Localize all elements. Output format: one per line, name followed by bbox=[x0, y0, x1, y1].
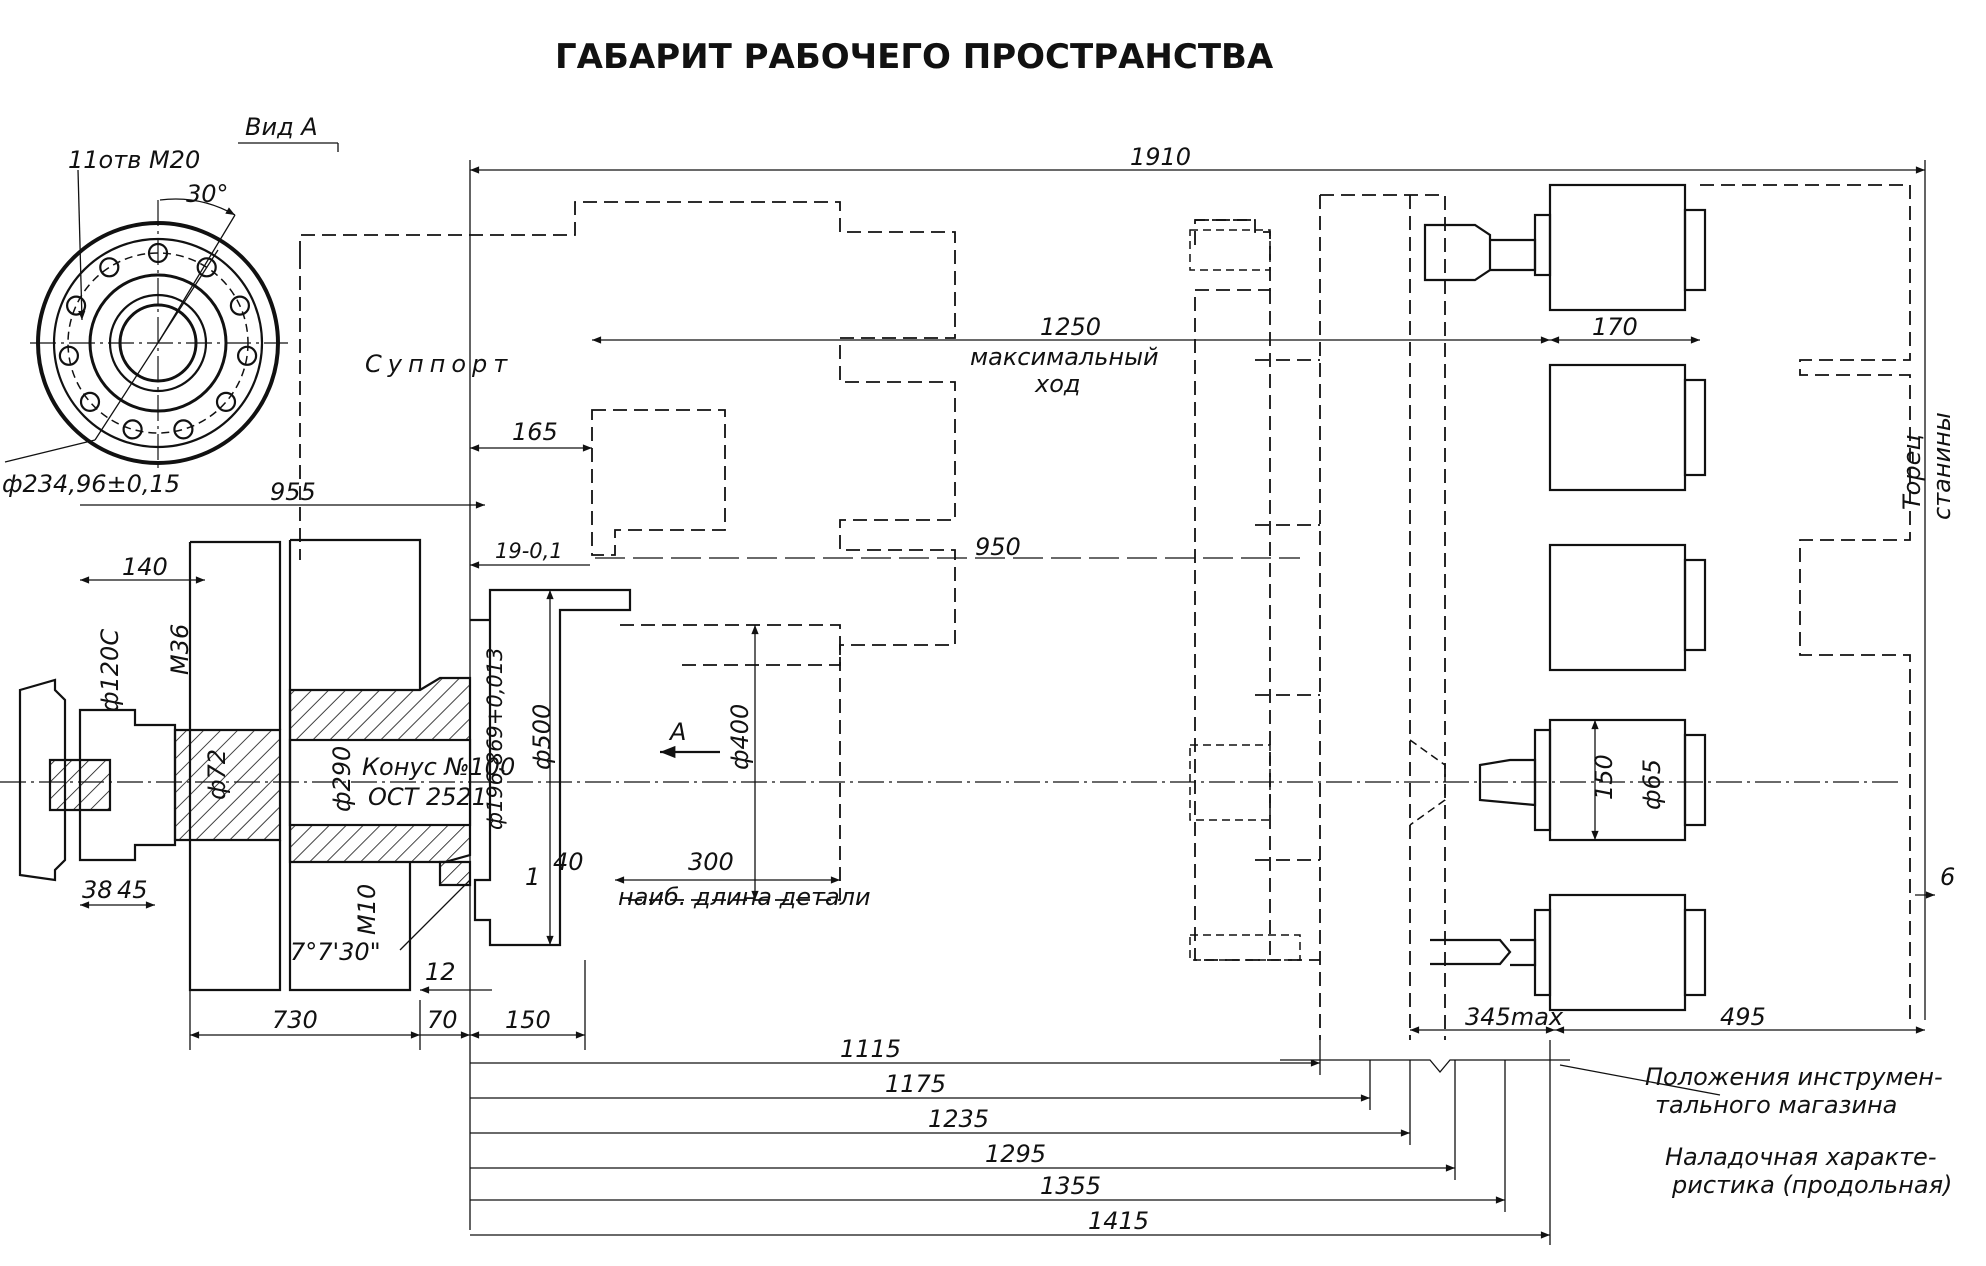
dim-1295: 1295 bbox=[985, 1140, 1046, 1168]
bolt-hole bbox=[99, 257, 120, 278]
dim-1415: 1415 bbox=[1088, 1207, 1149, 1235]
bolt-hole bbox=[58, 345, 80, 366]
tool-magazine: 150 ф65 Торец станины 6 345max 495 bbox=[1189, 183, 1956, 1040]
m10-label: М10 bbox=[353, 884, 381, 935]
dia-72: ф72 bbox=[203, 749, 231, 800]
bolt-hole bbox=[79, 391, 101, 412]
dia-400: ф400 bbox=[726, 704, 754, 770]
bolt-hole bbox=[122, 419, 143, 440]
view-a-label: Вид A bbox=[245, 113, 318, 141]
bolt-hole bbox=[196, 257, 217, 278]
dim-12: 12 bbox=[425, 958, 456, 986]
dim-950: 950 bbox=[975, 533, 1021, 561]
dia-290: ф290 bbox=[328, 746, 356, 812]
bolt-hole bbox=[173, 419, 194, 440]
dim-1115: 1115 bbox=[840, 1035, 901, 1063]
dim-38: 38 bbox=[82, 876, 113, 904]
cone-label-2: ОСТ 2521 bbox=[368, 783, 487, 811]
max-length: наиб. длина детали bbox=[618, 883, 871, 911]
dim-170: 170 bbox=[1592, 313, 1638, 341]
dia-65: ф65 bbox=[1638, 759, 1666, 810]
dia-500: ф500 bbox=[528, 704, 556, 770]
dim-45: 45 bbox=[117, 876, 148, 904]
max-travel-1: максимальный bbox=[970, 343, 1159, 371]
dim-345: 345max bbox=[1465, 1003, 1564, 1031]
angle-7: 7°7'30" bbox=[290, 938, 381, 966]
dim-1235: 1235 bbox=[928, 1105, 989, 1133]
dia-120: ф120С bbox=[96, 629, 124, 712]
dim-495: 495 bbox=[1720, 1003, 1766, 1031]
view-a-flange: Вид A 11отв М20 30° ф234,96±0,15 bbox=[2, 113, 339, 498]
end-face-1: Торец bbox=[1898, 434, 1926, 510]
m36-label: М36 bbox=[166, 624, 194, 675]
drawing-title: ГАБАРИТ РАБОЧЕГО ПРОСТРАНСТВА bbox=[555, 37, 1274, 77]
dim-150: 150 bbox=[505, 1006, 551, 1034]
workpiece-envelope: ф400 A 300 наиб. длина детали bbox=[615, 625, 871, 911]
support-outline: Суппорт bbox=[299, 201, 956, 901]
bolt-hole bbox=[215, 391, 237, 412]
dim-150b: 150 bbox=[1590, 754, 1618, 800]
dim-19: 19-0,1 bbox=[495, 539, 563, 563]
dim-300: 300 bbox=[688, 848, 734, 876]
end-face-2: станины bbox=[1928, 412, 1956, 520]
bolt-hole bbox=[147, 242, 169, 264]
spindle-assembly: ф120С М36 ф72 ф290 Конус №100 ОСТ 2521 ф… bbox=[0, 538, 1900, 1050]
magazine-label-1: Положения инструмен- bbox=[1645, 1063, 1943, 1091]
dim-140: 140 bbox=[122, 553, 168, 581]
bolt-hole bbox=[237, 345, 258, 366]
setup-label-2: ристика (продольная) bbox=[1671, 1171, 1952, 1199]
dim-730: 730 bbox=[272, 1006, 318, 1034]
bolt-hole bbox=[65, 295, 87, 316]
dim-1175: 1175 bbox=[885, 1070, 946, 1098]
magazine-label-2: тального магазина bbox=[1655, 1091, 1897, 1119]
support-label: Суппорт bbox=[365, 350, 513, 378]
dim-1250: 1250 bbox=[1040, 313, 1101, 341]
dim-165: 165 bbox=[512, 418, 558, 446]
setup-dimensions: 1115 1175 1235 1295 1355 1415 Положения … bbox=[469, 600, 1952, 1245]
cone-label-1: Конус №100 bbox=[362, 753, 515, 781]
top-dimensions: 1910 1250 максимальный ход 170 165 955 1… bbox=[80, 143, 1926, 1020]
bolt-hole bbox=[229, 295, 250, 316]
dia-234-label: ф234,96±0,15 bbox=[2, 470, 180, 498]
dim-40: 40 bbox=[553, 848, 584, 876]
dim-955: 955 bbox=[270, 478, 316, 506]
dim-1910: 1910 bbox=[1130, 143, 1191, 171]
dim-70: 70 bbox=[427, 1006, 458, 1034]
max-travel-2: ход bbox=[1034, 370, 1080, 398]
dim-6: 6 bbox=[1940, 863, 1955, 891]
holes-label: 11отв М20 bbox=[68, 146, 200, 174]
dim-1355: 1355 bbox=[1040, 1172, 1101, 1200]
setup-label-1: Наладочная характе- bbox=[1665, 1143, 1936, 1171]
dia-196: ф196,869+0,013 bbox=[483, 647, 507, 830]
num-1: 1 bbox=[525, 863, 540, 891]
arrow-a: A bbox=[668, 718, 686, 746]
